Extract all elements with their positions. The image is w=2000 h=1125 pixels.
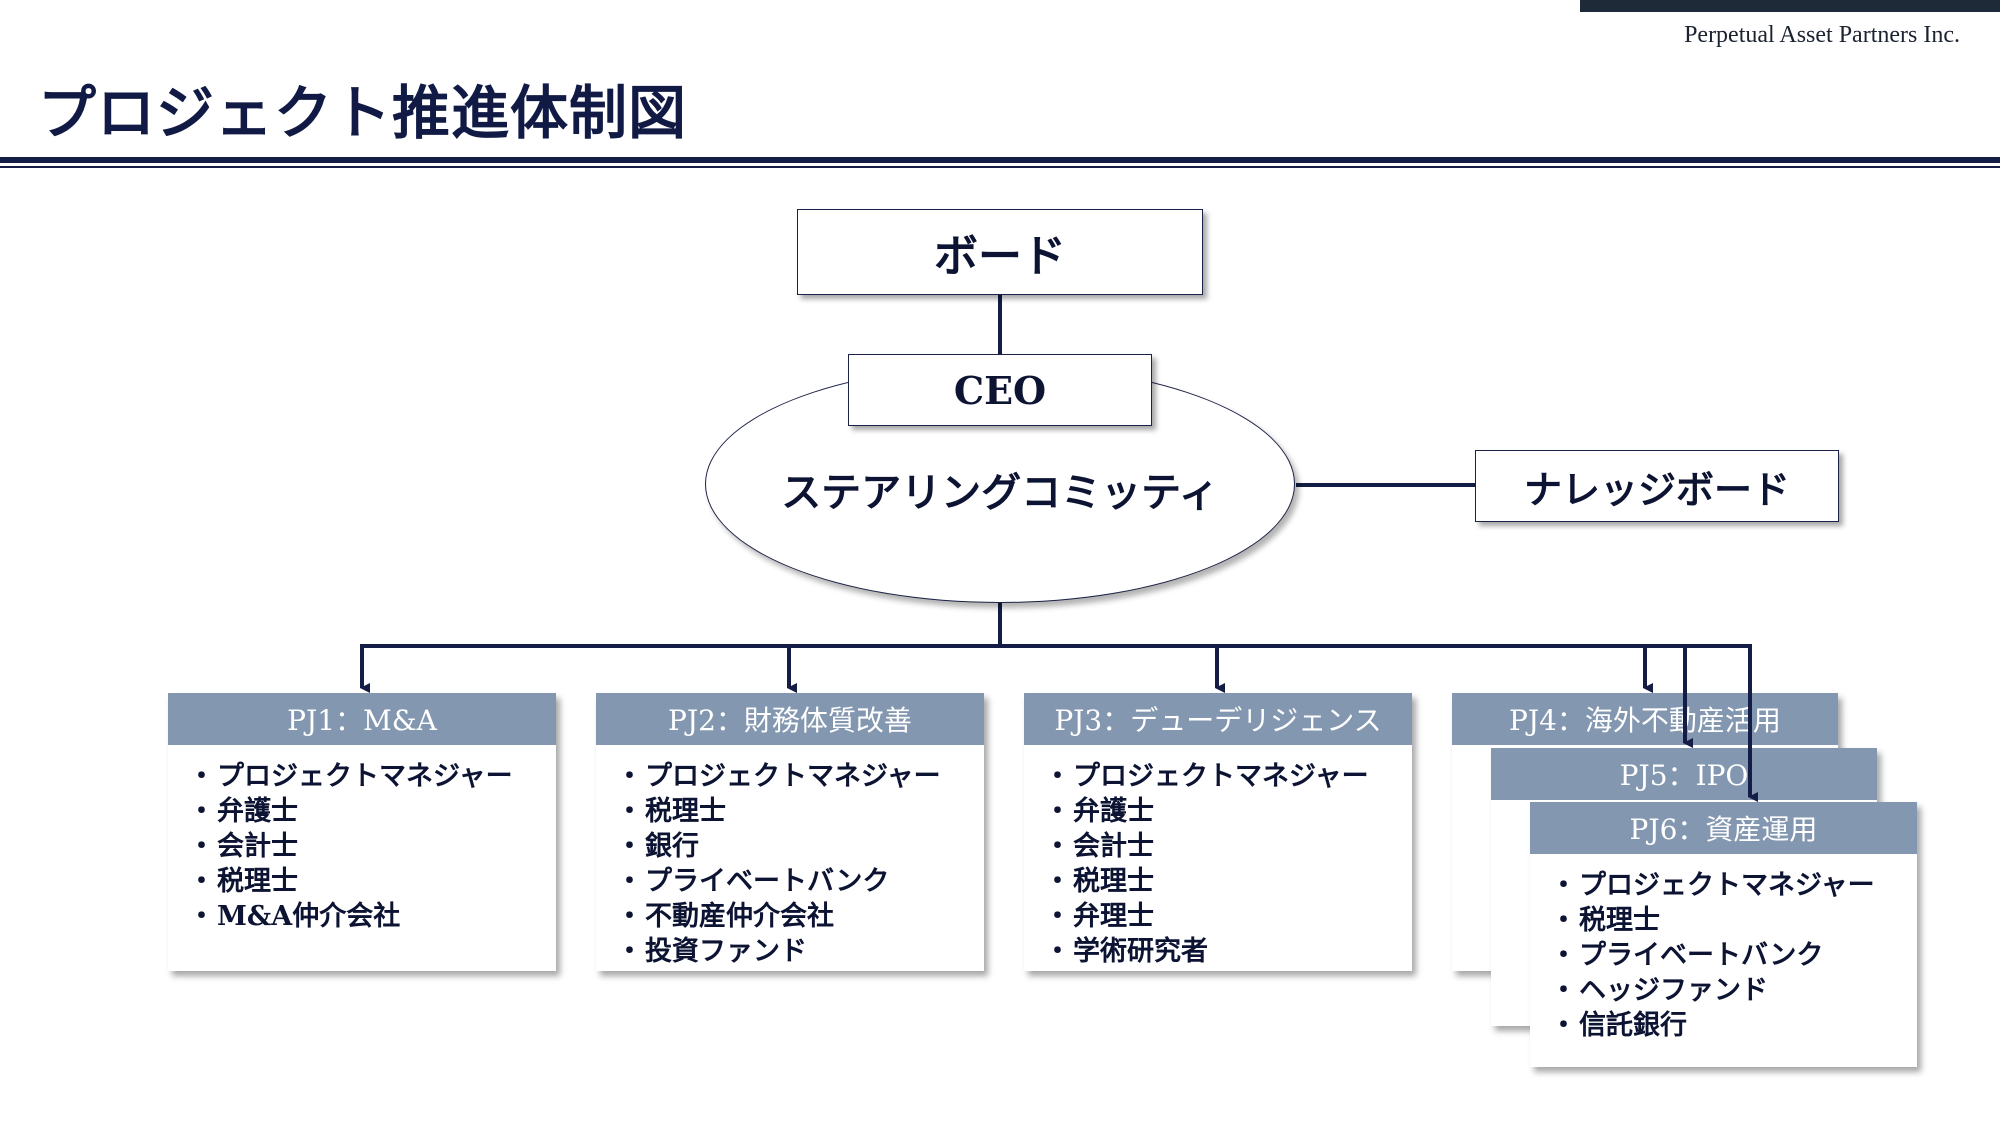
title-divider: [0, 157, 2000, 163]
member-item: M&A仲介会社: [188, 899, 556, 934]
project-title: PJ6：資産運用: [1530, 802, 1917, 856]
member-item: 弁護士: [1044, 794, 1412, 829]
company-name: Perpetual Asset Partners Inc.: [1684, 22, 1960, 48]
member-item: 弁護士: [188, 794, 556, 829]
project-card-pj2: PJ2：財務体質改善 プロジェクトマネジャー 税理士 銀行 プライベートバンク …: [596, 693, 984, 971]
project-title: PJ4：海外不動産活用: [1452, 693, 1838, 747]
project-card-pj3: PJ3：デューデリジェンス プロジェクトマネジャー 弁護士 会計士 税理士 弁理…: [1024, 693, 1412, 971]
project-card-pj6: PJ6：資産運用 プロジェクトマネジャー 税理士 プライベートバンク ヘッジファ…: [1530, 802, 1917, 1067]
project-card-pj1: PJ1：M&A プロジェクトマネジャー 弁護士 会計士 税理士 M&A仲介会社: [168, 693, 556, 971]
member-item: 弁理士: [1044, 899, 1412, 934]
member-item: プロジェクトマネジャー: [1044, 759, 1412, 794]
ceo-box: CEO: [848, 354, 1152, 426]
project-title: PJ2：財務体質改善: [596, 693, 984, 747]
project-title: PJ5：IPO: [1491, 748, 1877, 802]
project-title: PJ3：デューデリジェンス: [1024, 693, 1412, 747]
member-item: 税理士: [188, 864, 556, 899]
member-item: プロジェクトマネジャー: [188, 759, 556, 794]
member-item: プライベートバンク: [616, 864, 984, 899]
member-item: プロジェクトマネジャー: [1550, 868, 1917, 903]
title-divider-thin: [0, 166, 2000, 168]
member-item: プライベートバンク: [1550, 938, 1917, 973]
member-item: 会計士: [1044, 829, 1412, 864]
member-item: 信託銀行: [1550, 1008, 1917, 1043]
knowledge-board-box: ナレッジボード: [1475, 450, 1839, 522]
member-item: プロジェクトマネジャー: [616, 759, 984, 794]
member-item: ヘッジファンド: [1550, 973, 1917, 1008]
member-item: 税理士: [1044, 864, 1412, 899]
member-item: 会計士: [188, 829, 556, 864]
member-item: 銀行: [616, 829, 984, 864]
member-item: 学術研究者: [1044, 934, 1412, 969]
member-item: 税理士: [616, 794, 984, 829]
member-item: 不動産仲介会社: [616, 899, 984, 934]
member-item: 税理士: [1550, 903, 1917, 938]
member-item: 投資ファンド: [616, 934, 984, 969]
board-box: ボード: [797, 209, 1203, 295]
page-title: プロジェクト推進体制図: [38, 79, 688, 147]
top-accent-bar: [1580, 0, 2000, 12]
project-title: PJ1：M&A: [168, 693, 556, 747]
